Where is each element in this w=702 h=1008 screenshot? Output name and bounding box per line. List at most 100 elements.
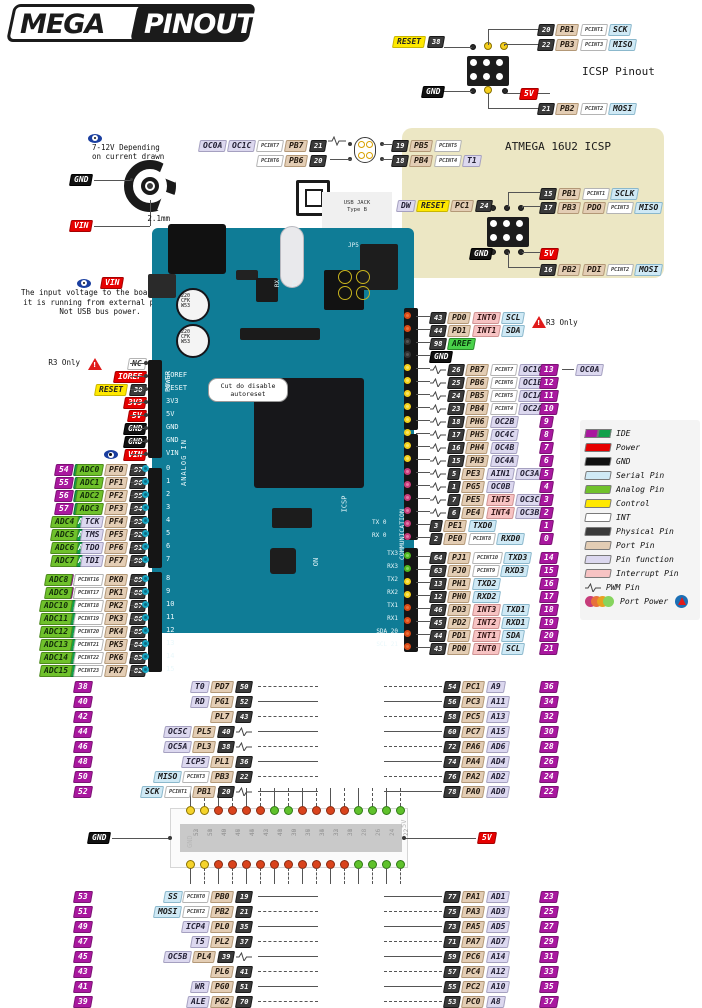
legend-item-serial-pin: Serial Pin [584,468,695,482]
bll-ide-47: 47 [73,935,94,948]
tag-pk3: PK3 [104,612,129,625]
analog-dot-A11[interactable] [142,614,149,621]
digital-ide-11: 11 [538,389,559,402]
digital-dot-4[interactable] [404,364,411,371]
comm-dot-3[interactable] [404,591,411,598]
digital-dot-5[interactable] [404,377,411,384]
bottom-pin-top-13[interactable] [368,806,377,815]
bottom-pin-top-9[interactable] [312,806,321,815]
analog-dot-A13[interactable] [142,640,149,647]
tag-pb4: PB4 [465,402,490,415]
comm-dot-5[interactable] [404,617,411,624]
pwm-wave-icon [430,391,446,400]
bottom-pin-top-11[interactable] [340,806,349,815]
tag-pcint10: PCINT10 [471,551,503,564]
power-silk-4: 5V [166,410,175,418]
tag-t1: T1 [461,154,482,167]
tag-int1: INT1 [471,629,502,642]
digital-dot-6[interactable] [404,390,411,397]
bottom-pin-top-3[interactable] [228,806,237,815]
digital-dot-11[interactable] [404,455,411,462]
power-header-dot-0 [144,361,148,365]
digital-dot-15[interactable] [404,507,411,514]
bottom-pin-top-5[interactable] [256,806,265,815]
comm-dot-6[interactable] [404,630,411,637]
digital-dot-8[interactable] [404,416,411,423]
bottom-5v-tag: 5V [476,831,497,844]
bottom-pin-top-10[interactable] [326,806,335,815]
analog-dot-A0[interactable] [142,465,149,472]
bottom-wire-bot-0 [190,868,191,884]
tag-pb3: PB3 [555,38,580,51]
tag-46: 46 [428,603,448,616]
digital-dot-9[interactable] [404,429,411,436]
board-reset-button[interactable] [270,548,296,574]
digital-dot-16[interactable] [404,520,411,527]
icsp-pad-miso [500,42,508,50]
bottom-wire-top-11 [344,788,345,806]
icsp-header-pads[interactable] [467,56,509,86]
analog-dot-A5[interactable] [142,530,149,537]
brl-ide-25: 25 [538,905,559,918]
tag-tdo: TDO [79,541,105,554]
board-isp2-header[interactable] [272,508,312,528]
digital-dot-0[interactable] [404,312,411,319]
bottom-pin-top-0[interactable] [186,806,195,815]
bottom-pin-top-4[interactable] [242,806,251,815]
analog-header-connector-b[interactable] [148,572,162,672]
tag-tms: TMS [79,528,105,541]
icsp16u2-w5 [522,252,540,253]
digital-dot-7[interactable] [404,403,411,410]
br-ide-34: 34 [538,695,559,708]
comm-dot-0[interactable] [404,552,411,559]
bottom-pin-top-2[interactable] [214,806,223,815]
digital-dot-12[interactable] [404,468,411,475]
power-header-connector[interactable] [148,360,162,458]
tag-pb2: PB2 [210,905,235,918]
analog-dot-A15[interactable] [142,666,149,673]
digital-dot-2[interactable] [404,338,411,345]
digital-dot-10[interactable] [404,442,411,449]
analog-dot-A8[interactable] [142,575,149,582]
comm-dot-1[interactable] [404,565,411,572]
comm-dot-2[interactable] [404,578,411,585]
icsp-pad-mosi [502,88,508,94]
bottom-pin-top-1[interactable] [200,806,209,815]
icsp16u2-pads[interactable] [487,217,529,247]
bottom-pin-top-8[interactable] [298,806,307,815]
analog-header-connector-a[interactable] [148,468,162,568]
analog-dot-A14[interactable] [142,653,149,660]
bottom-pin-top-12[interactable] [354,806,363,815]
brl-ide-27: 27 [538,920,559,933]
analog-dot-A10[interactable] [142,601,149,608]
digital-dot-1[interactable] [404,325,411,332]
digital-dot-13[interactable] [404,481,411,488]
digital-dot-14[interactable] [404,494,411,501]
comm-header[interactable] [404,548,418,652]
digital-dot-3[interactable] [404,351,411,358]
tag-37: 37 [234,935,254,948]
tag-pc6: PC6 [461,950,486,963]
analog-dot-A4[interactable] [142,517,149,524]
pwm-wave-icon [236,787,252,796]
tag-adc13: ADC13 [39,638,74,651]
analog-dot-A1[interactable] [142,478,149,485]
analog-dot-A6[interactable] [142,543,149,550]
bottom-pin-top-14[interactable] [382,806,391,815]
comm-dot-4[interactable] [404,604,411,611]
digital-dot-17[interactable] [404,533,411,540]
analog-dot-A3[interactable] [142,504,149,511]
analog-dot-A9[interactable] [142,588,149,595]
bottom-pin-top-7[interactable] [284,806,293,815]
bottom-pin-top-15[interactable] [396,806,405,815]
analog-dot-A12[interactable] [142,627,149,634]
analog-dot-A2[interactable] [142,491,149,498]
comm-dot-7[interactable] [404,643,411,650]
bottom-pin-top-6[interactable] [270,806,279,815]
analog-dot-A7[interactable] [142,556,149,563]
tag-a8: A8 [485,995,506,1008]
board-icsp-silk: ICSP [340,495,349,513]
tag-22: 22 [536,38,556,51]
